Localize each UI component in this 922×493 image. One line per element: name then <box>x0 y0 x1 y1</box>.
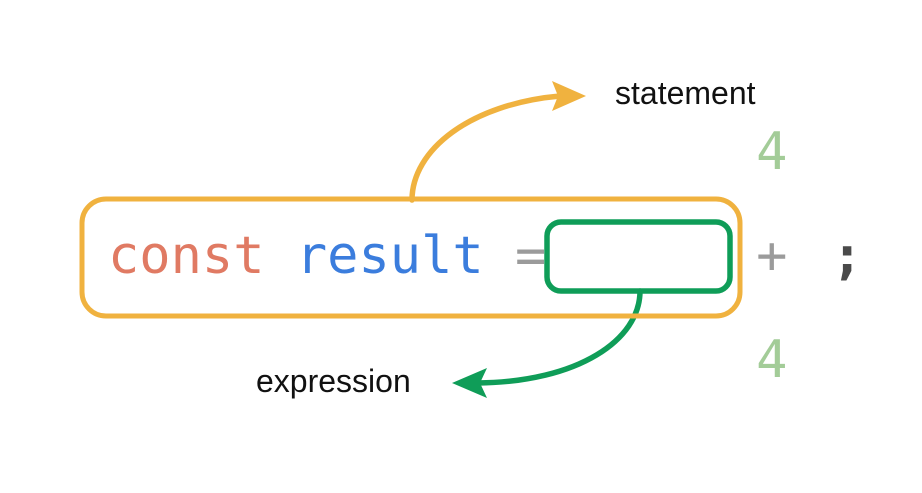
code-token-space-1 <box>265 230 296 282</box>
expression-label: expression <box>256 363 411 399</box>
expression-arrow-head <box>452 368 487 398</box>
code-token-semicolon: ; <box>831 226 863 286</box>
code-expression-group: 4 + 4 <box>546 74 809 438</box>
code-token-space-2 <box>484 230 515 282</box>
code-token-space-4 <box>756 282 787 334</box>
code-line: const result = 4 + 4 ; <box>108 126 863 386</box>
statement-label: statement <box>615 75 756 111</box>
statement-arrow-line <box>409 93 563 203</box>
code-token-plus-operator: + <box>756 226 788 286</box>
code-token-left-operand: 4 <box>756 122 788 182</box>
code-token-right-operand: 4 <box>756 330 788 390</box>
code-token-keyword: const <box>108 226 265 286</box>
code-token-identifier: result <box>295 226 484 286</box>
code-token-space-3 <box>756 178 787 230</box>
code-token-assign-operator: = <box>515 226 547 286</box>
